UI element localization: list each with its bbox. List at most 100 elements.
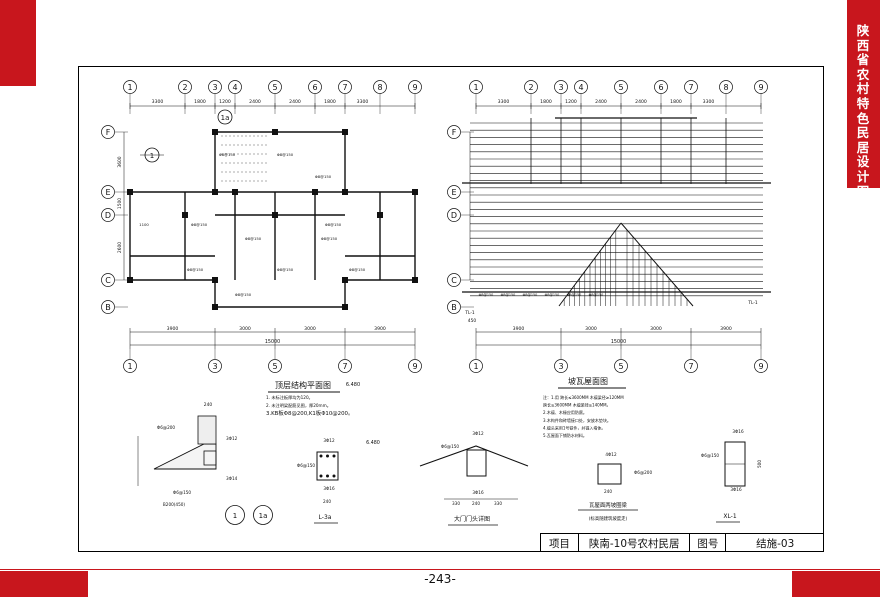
axis-bubble xyxy=(123,80,137,94)
axis-label: 3 xyxy=(558,83,563,92)
detail-dim: 240 xyxy=(323,499,331,504)
axis-bottom-1: 1 xyxy=(469,359,483,373)
detail-callout: 1a xyxy=(253,505,273,525)
rebar-dot xyxy=(332,474,336,478)
rebar-dot xyxy=(332,454,336,458)
column xyxy=(212,129,218,135)
axis-label: 3 xyxy=(212,362,217,371)
rebar-note: Φ8@150 xyxy=(501,293,516,297)
axis-bubble xyxy=(338,359,352,373)
axis-bubble xyxy=(554,359,568,373)
rebar-note: Φ8@150 xyxy=(219,152,236,157)
axis-left-B: B xyxy=(101,300,115,314)
axis-top-2: 2 xyxy=(524,80,538,94)
axis-label: 1 xyxy=(473,362,478,371)
side-title: 陕西省农村特色民居设计图集 xyxy=(856,23,870,214)
axis-label: 4 xyxy=(578,83,583,92)
level-mark: 6.480 xyxy=(366,440,380,446)
column xyxy=(342,189,348,195)
rebar-note: 4Φ12 xyxy=(605,452,617,457)
axis-bubble xyxy=(614,359,628,373)
axis-left-E: E xyxy=(101,185,115,199)
dim-bottom: 3900 xyxy=(167,326,179,332)
axis-top-2: 2 xyxy=(178,80,192,94)
tl-label: TL-1 xyxy=(747,300,758,306)
axis-bubble xyxy=(101,208,115,222)
axis-label: 3 xyxy=(212,83,217,92)
axis-bubble xyxy=(268,80,282,94)
axis-label: 2 xyxy=(528,83,533,92)
axis-bubble xyxy=(524,80,538,94)
axis-label: F xyxy=(106,128,111,137)
rebar-note: Φ8@150 xyxy=(245,236,262,241)
axis-top-1: 1 xyxy=(123,80,137,94)
dim-top: 1200 xyxy=(565,99,577,105)
axis-top-4: 4 xyxy=(228,80,242,94)
axis-left-D: D xyxy=(447,208,461,222)
axis-top-6: 6 xyxy=(308,80,322,94)
axis-bubble xyxy=(208,80,222,94)
dim-top: 2400 xyxy=(635,99,647,105)
rebar-note: Φ6@150 xyxy=(173,490,191,495)
rebar-note: Φ8@150 xyxy=(277,267,294,272)
column xyxy=(377,212,383,218)
plan1-title: 顶层结构平面图 xyxy=(275,380,331,390)
dim-top: 1800 xyxy=(324,99,336,105)
axis-label: 9 xyxy=(412,362,417,371)
column xyxy=(212,189,218,195)
plan2-note: 2.木檩、木椽应用防腐。 xyxy=(543,409,587,415)
dim-bottom: 3000 xyxy=(650,326,662,332)
axis-bubble xyxy=(308,80,322,94)
axis-label: 6 xyxy=(658,83,663,92)
dim-bottom: 3000 xyxy=(304,326,316,332)
rebar-note: 3Φ12 xyxy=(323,438,335,443)
bottom-rule xyxy=(0,569,880,570)
axis-left-F: F xyxy=(447,125,461,139)
column xyxy=(342,304,348,310)
detail-title: L-3a xyxy=(319,514,332,521)
rebar-note: Φ8@150 xyxy=(523,293,538,297)
rebar-note: 3Φ12 xyxy=(472,431,484,436)
column xyxy=(312,189,318,195)
drawing-no: 结施-03 xyxy=(756,537,795,550)
axis-label: 4 xyxy=(232,83,237,92)
axis-label: E xyxy=(105,188,110,197)
plan2-note: 5.瓦屋面下铺防水材料。 xyxy=(543,432,587,438)
callout-top: 1a xyxy=(217,109,233,125)
rebar-note: 3Φ14 xyxy=(226,476,238,481)
detail-title: 大门门头详图 xyxy=(454,515,490,523)
callout-label: 1a xyxy=(221,114,230,122)
axis-bubble xyxy=(719,80,733,94)
dim-top: 3300 xyxy=(498,99,510,105)
axis-bubble xyxy=(447,273,461,287)
axis-label: 3 xyxy=(558,362,563,371)
rebar-note: Φ8@150 xyxy=(321,236,338,241)
detail-dim: 500 xyxy=(757,460,762,468)
beam-section xyxy=(316,451,339,481)
callout-circle xyxy=(225,505,245,525)
title-block: 项目 陕南-10号农村民居 图号 结施-03 xyxy=(540,533,824,552)
axis-label: C xyxy=(451,276,457,285)
wall-section xyxy=(197,415,217,445)
axis-bubble xyxy=(228,80,242,94)
detail-note: B200(450) xyxy=(163,502,185,507)
axis-left-F: F xyxy=(101,125,115,139)
axis-top-3: 3 xyxy=(554,80,568,94)
axis-bubble xyxy=(408,80,422,94)
axis-top-3: 3 xyxy=(208,80,222,94)
dim-top: 3300 xyxy=(703,99,715,105)
rebar-note: Φ8@150 xyxy=(191,222,208,227)
dim-total: 15000 xyxy=(265,339,280,345)
axis-top-5: 5 xyxy=(614,80,628,94)
axis-bubble xyxy=(447,300,461,314)
rebar-note: 3Φ16 xyxy=(472,490,484,495)
dim-top: 3300 xyxy=(152,99,164,105)
callout-label: 1a xyxy=(259,512,268,520)
plan2-title: 坡瓦屋面图 xyxy=(568,376,608,386)
axis-bottom-5: 5 xyxy=(614,359,628,373)
